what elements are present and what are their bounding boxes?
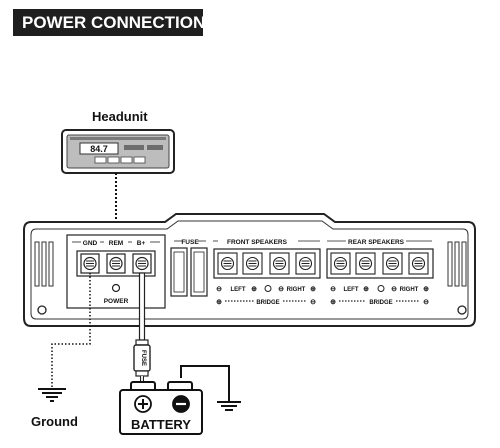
svg-text:⊕: ⊕ — [330, 299, 336, 306]
rear-right-label: RIGHT — [400, 287, 419, 293]
headunit-preset-button — [107, 156, 120, 164]
power-led — [111, 283, 121, 293]
svg-text:⊕: ⊕ — [251, 286, 257, 293]
svg-text:⊕: ⊕ — [423, 286, 429, 293]
ground-label: Ground — [31, 414, 78, 429]
rear-left-label: LEFT — [344, 287, 359, 293]
front-speaker-terminal — [242, 252, 263, 275]
gnd-terminal — [80, 253, 100, 274]
screw — [37, 305, 47, 315]
rear-speakers-title: REAR SPEAKERS — [348, 239, 405, 246]
headunit-preset-button — [94, 156, 107, 164]
front-left-label: LEFT — [231, 287, 246, 293]
svg-text:⊖: ⊖ — [330, 286, 336, 293]
headunit-button — [147, 145, 163, 150]
front-speaker-terminal — [269, 252, 290, 275]
gnd-label: GND — [83, 240, 98, 247]
rem-terminal — [106, 253, 126, 274]
power-label: POWER — [104, 298, 129, 305]
ground-symbol — [38, 388, 66, 402]
headunit-preset-button — [133, 156, 146, 164]
inline-fuse-label: FUSE — [140, 350, 146, 366]
rear-speaker-terminal — [355, 252, 376, 275]
rear-speakers-panel: REAR SPEAKERS — [326, 239, 434, 306]
headunit-button — [124, 145, 144, 150]
headunit-display — [79, 142, 119, 155]
bplus-label: B+ — [137, 240, 146, 247]
chassis-ground-symbol — [217, 401, 241, 411]
rear-speaker-terminal — [382, 252, 403, 275]
svg-text:⊖: ⊖ — [216, 286, 222, 293]
svg-text:⊖: ⊖ — [310, 299, 316, 306]
screw — [457, 305, 467, 315]
svg-text:⊖: ⊖ — [423, 299, 429, 306]
svg-text:⊕: ⊕ — [216, 299, 222, 306]
headunit: 84.7 — [61, 129, 175, 174]
front-speaker-terminal — [217, 252, 238, 275]
svg-text:⊖: ⊖ — [278, 286, 284, 293]
rear-bridge-label: BRIDGE — [369, 300, 392, 306]
svg-text:⊕: ⊕ — [363, 286, 369, 293]
amplifier: GND REM B+ — [23, 213, 476, 327]
svg-text:⊖: ⊖ — [391, 286, 397, 293]
svg-text:⊕: ⊕ — [310, 286, 316, 293]
bplus-terminal — [132, 253, 152, 274]
rear-speaker-terminal — [408, 252, 429, 275]
front-speaker-terminal — [295, 252, 316, 275]
front-right-label: RIGHT — [287, 287, 306, 293]
front-bridge-label: BRIDGE — [256, 300, 279, 306]
front-speakers-title: FRONT SPEAKERS — [227, 239, 288, 246]
title-banner — [13, 9, 203, 36]
rear-speaker-terminal — [330, 252, 351, 275]
battery-label: BATTERY — [131, 417, 191, 432]
front-speakers-panel: FRONT SPEAKERS — [213, 239, 321, 306]
ground-wire — [51, 273, 91, 388]
headunit-preset-button — [120, 156, 133, 164]
inline-fuse: FUSE — [133, 339, 151, 377]
battery: BATTERY — [119, 381, 203, 435]
battery-ground-wire — [180, 365, 230, 402]
headunit-frequency: 84.7 — [90, 144, 108, 154]
amp-fuse-label: FUSE — [181, 239, 199, 246]
power-cable — [138, 272, 146, 341]
headunit-label: Headunit — [92, 109, 148, 124]
page-title: POWER CONNECTIONS — [22, 13, 217, 32]
rem-label: REM — [109, 240, 123, 247]
